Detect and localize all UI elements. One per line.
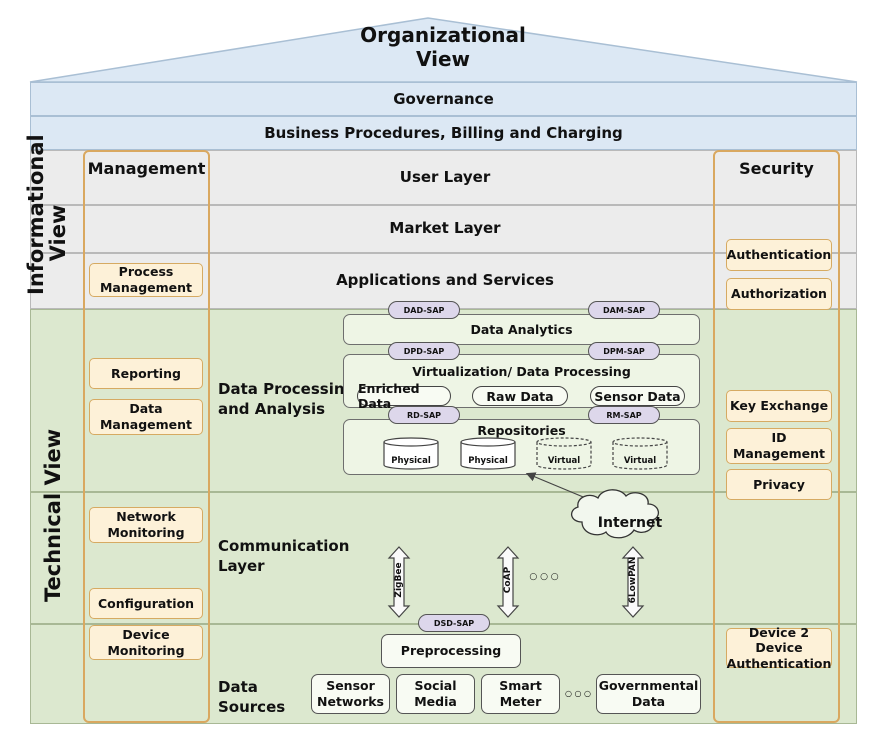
- zigbee-arrow-icon: [387, 546, 411, 618]
- sensor-networks-box: Sensor Networks: [311, 674, 390, 714]
- repo-virtual-2-label: Virtual: [623, 456, 657, 466]
- physical-cylinder-2-icon: [460, 437, 516, 470]
- governmental-data-box: Governmental Data: [596, 674, 701, 714]
- management-column: [83, 150, 210, 723]
- business-band: Business Procedures, Billing and Chargin…: [30, 116, 857, 150]
- informational-row-2: [30, 205, 857, 253]
- sensor-data-pill: Sensor Data: [590, 386, 685, 406]
- user-layer-label: User Layer: [399, 168, 491, 186]
- security-column: [713, 150, 840, 723]
- id-management-box: ID Management: [726, 428, 832, 464]
- dam-sap: DAM-SAP: [588, 301, 660, 319]
- coap-arrow-icon: [496, 546, 520, 618]
- virtual-cylinder-1-icon: [536, 437, 592, 470]
- internet-label: Internet: [597, 515, 663, 531]
- informational-view-label: Informational View: [24, 134, 71, 295]
- governance-band: Governance: [30, 82, 857, 116]
- market-layer-label: Market Layer: [389, 219, 501, 237]
- dad-sap: DAD-SAP: [388, 301, 460, 319]
- protocol-ellipsis: ○ ○ ○: [529, 572, 559, 582]
- raw-data-pill: Raw Data: [472, 386, 568, 406]
- virtualization-label: Virtualization/ Data Processing: [412, 363, 631, 379]
- protocol-arrows: [387, 546, 645, 618]
- preprocessing-box: Preprocessing: [381, 634, 521, 668]
- process-management-box: Process Management: [89, 263, 203, 297]
- device-2-device-authentication-box: Device 2 Device Authentication: [726, 624, 832, 671]
- repo-physical-1-label: Physical: [391, 456, 431, 466]
- dpm-sap: DPM-SAP: [588, 342, 660, 360]
- smart-meter-box: Smart Meter: [481, 674, 560, 714]
- network-monitoring-box: Network Monitoring: [89, 507, 203, 543]
- device-monitoring-box: Device Monitoring: [89, 625, 203, 660]
- rd-sap: RD-SAP: [388, 406, 460, 424]
- repository-cylinders: [383, 437, 668, 470]
- 6lowpan-arrow-icon: [621, 546, 645, 618]
- repo-physical-2-label: Physical: [468, 456, 508, 466]
- configuration-box: Configuration: [89, 588, 203, 619]
- organizational-view-title: Organizational View: [360, 23, 526, 71]
- repositories-label: Repositories: [477, 422, 566, 438]
- key-exchange-box: Key Exchange: [726, 390, 832, 422]
- rm-sap: RM-SAP: [588, 406, 660, 424]
- sources-ellipsis: ○ ○ ○: [564, 688, 592, 698]
- security-title: Security: [739, 158, 814, 178]
- coap-label: CoAP: [503, 566, 513, 594]
- privacy-box: Privacy: [726, 469, 832, 500]
- enriched-data-pill: Enriched Data: [357, 381, 451, 411]
- internet-cloud-icon: [525, 472, 659, 539]
- data-analytics-box: Data Analytics: [343, 314, 700, 345]
- technical-view-label: Technical View: [41, 428, 65, 602]
- authorization-box: Authorization: [726, 278, 832, 310]
- informational-row-1: [30, 150, 857, 205]
- authentication-box: Authentication: [726, 239, 832, 271]
- dpd-sap: DPD-SAP: [388, 342, 460, 360]
- repo-virtual-1-label: Virtual: [547, 456, 581, 466]
- 6lowpan-label: 6LowPAN: [628, 556, 638, 604]
- zigbee-label: ZigBee: [394, 562, 404, 598]
- applications-services-label: Applications and Services: [336, 271, 554, 289]
- data-management-box: Data Management: [89, 399, 203, 435]
- dsd-sap: DSD-SAP: [418, 614, 490, 632]
- social-media-box: Social Media: [396, 674, 475, 714]
- reporting-box: Reporting: [89, 358, 203, 389]
- physical-cylinder-1-icon: [383, 437, 439, 470]
- management-title: Management: [87, 158, 206, 178]
- virtual-cylinder-2-icon: [612, 437, 668, 470]
